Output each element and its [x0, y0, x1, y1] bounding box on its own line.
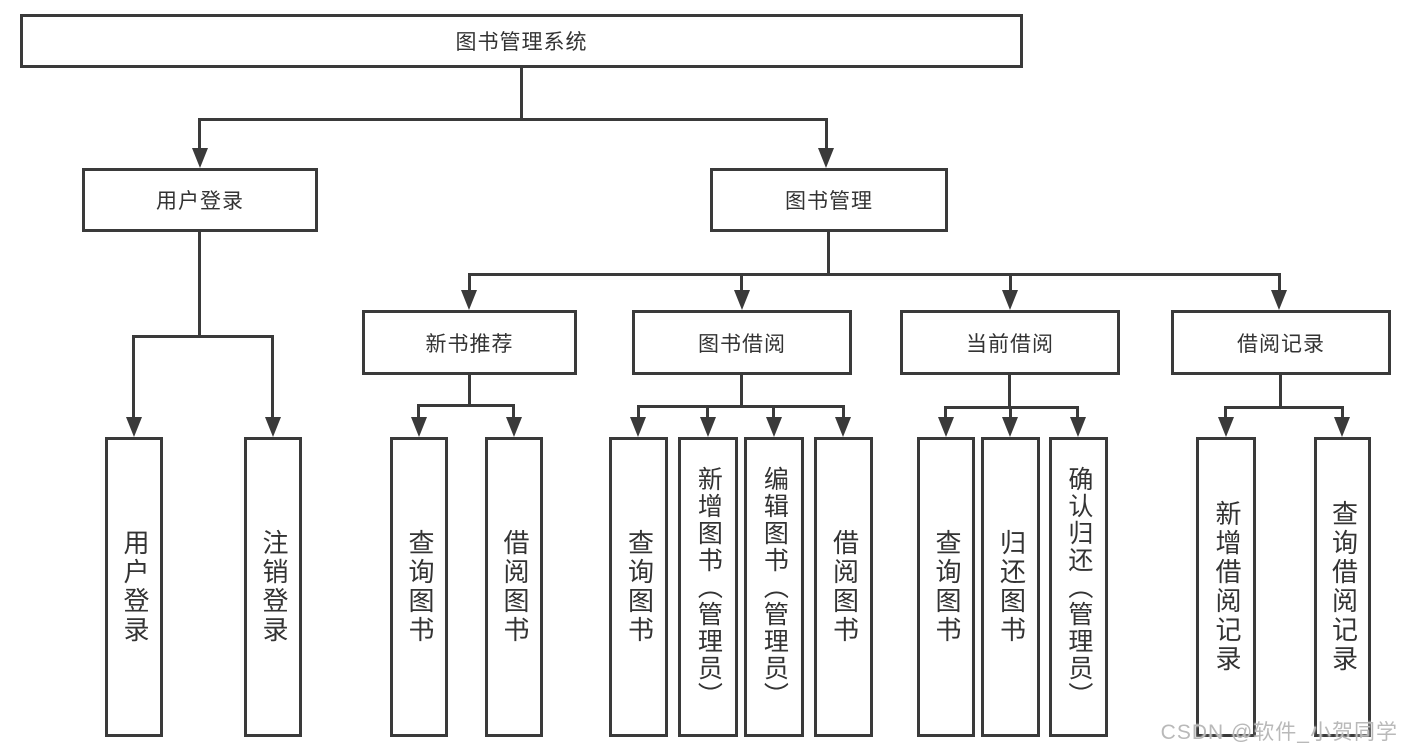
node-user-login: 用户登录 — [82, 168, 318, 232]
arrowhead-icon — [506, 417, 522, 437]
leaf-query-book: 查询图书 — [390, 437, 448, 737]
connector-user-login-branch — [132, 335, 274, 419]
connector-book-mgmt-feed — [827, 230, 830, 276]
leaf-confirm-return-admin: 确认归还（管理员） — [1049, 437, 1108, 737]
arrowhead-icon — [835, 417, 851, 437]
node-borrow-records: 借阅记录 — [1171, 310, 1391, 375]
arrowhead-icon — [461, 290, 477, 310]
leaf-logout-login: 注销登录 — [244, 437, 302, 737]
node-label: 图书借阅 — [698, 332, 786, 356]
leaf-user-login: 用户登录 — [105, 437, 163, 737]
connector-new-books-feed — [468, 373, 471, 407]
connector-book-borrow-branch — [637, 405, 845, 419]
node-label: 当前借阅 — [966, 332, 1054, 356]
leaf-label: 归还图书 — [996, 529, 1027, 645]
connector-stub — [740, 273, 743, 292]
arrowhead-icon — [1070, 417, 1086, 437]
connector-new-books-branch — [417, 404, 515, 419]
arrowhead-icon — [938, 417, 954, 437]
leaf-label: 新增借阅记录 — [1211, 500, 1242, 674]
connector-stub — [1009, 406, 1012, 419]
connector-root-branch — [198, 118, 828, 151]
node-current-borrow: 当前借阅 — [900, 310, 1120, 375]
node-label: 新书推荐 — [425, 332, 514, 356]
leaf-label: 查询图书 — [404, 529, 435, 645]
connector-borrow-records-branch — [1224, 406, 1344, 419]
arrowhead-icon — [192, 148, 208, 168]
leaf-label: 查询图书 — [931, 529, 962, 645]
leaf-label: 借阅图书 — [829, 529, 860, 645]
node-label: 借阅记录 — [1237, 332, 1325, 356]
connector-current-borrow-feed — [1008, 373, 1011, 409]
leaf-label: 新增图书（管理员） — [694, 465, 723, 709]
arrowhead-icon — [1002, 417, 1018, 437]
leaf-edit-book-admin: 编辑图书（管理员） — [744, 437, 804, 737]
connector-user-login-feed — [198, 230, 201, 338]
connector-book-borrow-feed — [740, 373, 743, 408]
connector-stub — [706, 405, 709, 419]
node-label: 图书管理 — [785, 190, 873, 213]
connector-book-mgmt-branch — [468, 273, 1281, 292]
leaf-label: 确认归还（管理员） — [1064, 465, 1093, 709]
leaf-query-borrow-record: 查询借阅记录 — [1314, 437, 1371, 737]
arrowhead-icon — [766, 417, 782, 437]
leaf-add-borrow-record: 新增借阅记录 — [1196, 437, 1256, 737]
arrowhead-icon — [1334, 417, 1350, 437]
csdn-watermark: CSDN @软件_小贺同学 — [1160, 721, 1398, 744]
leaf-label: 查询图书 — [624, 529, 655, 645]
arrowhead-icon — [126, 417, 142, 437]
connector-root-feed — [520, 66, 523, 120]
connector-stub — [772, 405, 775, 419]
leaf-query-book: 查询图书 — [917, 437, 975, 737]
node-label: 用户登录 — [156, 190, 244, 213]
leaf-return-book: 归还图书 — [981, 437, 1040, 737]
arrowhead-icon — [1002, 290, 1018, 310]
connector-borrow-records-feed — [1279, 373, 1282, 409]
leaf-borrow-book: 借阅图书 — [814, 437, 873, 737]
leaf-label: 注销登录 — [258, 529, 289, 645]
leaf-query-book: 查询图书 — [609, 437, 668, 737]
node-new-book-recommend: 新书推荐 — [362, 310, 577, 375]
arrowhead-icon — [265, 417, 281, 437]
leaf-label: 借阅图书 — [499, 529, 530, 645]
arrowhead-icon — [818, 148, 834, 168]
leaf-label: 编辑图书（管理员） — [760, 465, 789, 709]
arrowhead-icon — [734, 290, 750, 310]
leaf-label: 用户登录 — [119, 529, 150, 645]
arrowhead-icon — [1218, 417, 1234, 437]
leaf-add-book-admin: 新增图书（管理员） — [678, 437, 738, 737]
arrowhead-icon — [630, 417, 646, 437]
node-label: 图书管理系统 — [455, 31, 588, 54]
arrowhead-icon — [700, 417, 716, 437]
connector-stub — [1009, 273, 1012, 292]
node-book-borrow: 图书借阅 — [632, 310, 852, 375]
leaf-borrow-book: 借阅图书 — [485, 437, 543, 737]
node-book-management: 图书管理 — [710, 168, 948, 232]
leaf-label: 查询借阅记录 — [1328, 500, 1359, 674]
node-library-system: 图书管理系统 — [20, 14, 1023, 68]
arrowhead-icon — [1271, 290, 1287, 310]
arrowhead-icon — [411, 417, 427, 437]
